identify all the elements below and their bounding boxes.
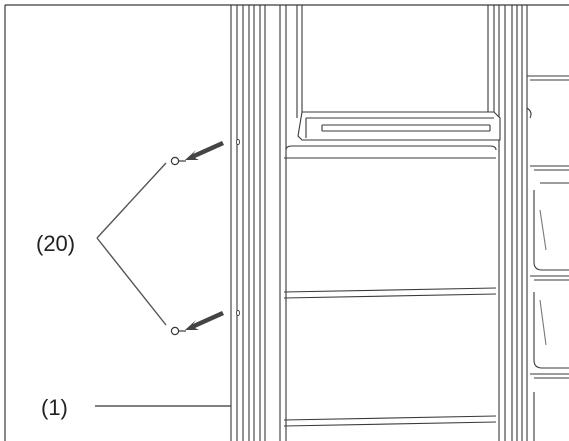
- screw-icon: [170, 156, 186, 336]
- illustration-frame: [4, 4, 569, 441]
- door-edge: [230, 5, 266, 441]
- door-holes: [235, 139, 241, 316]
- arrow-upper: [185, 141, 224, 160]
- arrow-icon: [185, 141, 224, 330]
- top-flap: [297, 111, 501, 141]
- callout-lines-20: [96, 162, 167, 326]
- callout-label-door: (1): [41, 395, 68, 420]
- freezer-interior: [279, 5, 518, 441]
- screw-upper: [170, 156, 180, 166]
- fridge-side: [521, 5, 569, 441]
- freezer-cavity: [283, 145, 497, 427]
- door-hole-lower: [235, 310, 241, 316]
- arrow-lower: [185, 311, 224, 330]
- door-hole-upper: [235, 139, 241, 145]
- callout-label-fastening-points: (20): [36, 231, 76, 256]
- screw-lower: [170, 326, 180, 336]
